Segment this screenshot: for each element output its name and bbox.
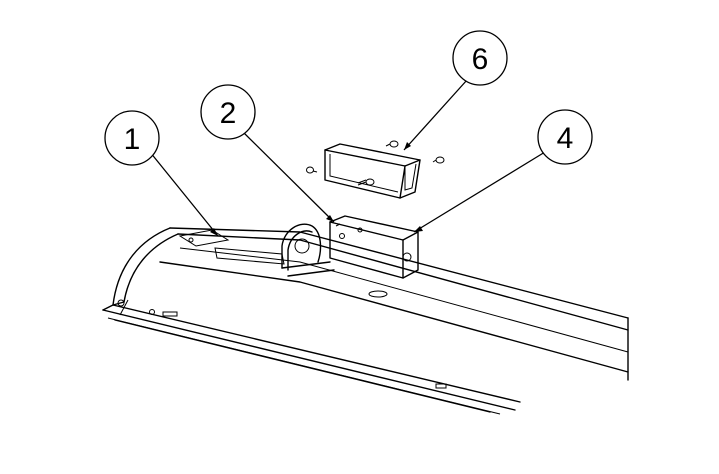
balloon-2: 2 [200,84,256,140]
balloon-4-label: 4 [557,122,574,155]
leader-line-1 [149,151,219,237]
balloon-4: 4 [537,109,593,165]
leader-arrow-2 [326,215,334,222]
leader-arrow-1 [210,228,218,236]
cover-bracket [306,140,445,199]
leader-arrow-6 [404,142,411,150]
screw-icon [357,178,375,186]
fixture-housing [102,227,629,415]
balloon-2-label: 2 [220,97,237,130]
leader-arrow-4 [414,226,423,232]
mounting-tab [281,223,335,277]
screw-icon [306,166,318,174]
screw-icon [385,140,399,148]
balloon-1-label: 1 [124,123,141,156]
leader-line-6 [403,79,468,151]
leader-line-2 [242,131,335,223]
balloon-6-label: 6 [472,43,489,76]
balloon-6: 6 [452,30,508,86]
junction-box [329,215,419,279]
leader-line-4 [413,151,546,233]
balloon-1: 1 [104,110,160,166]
screw-icon [432,156,445,164]
